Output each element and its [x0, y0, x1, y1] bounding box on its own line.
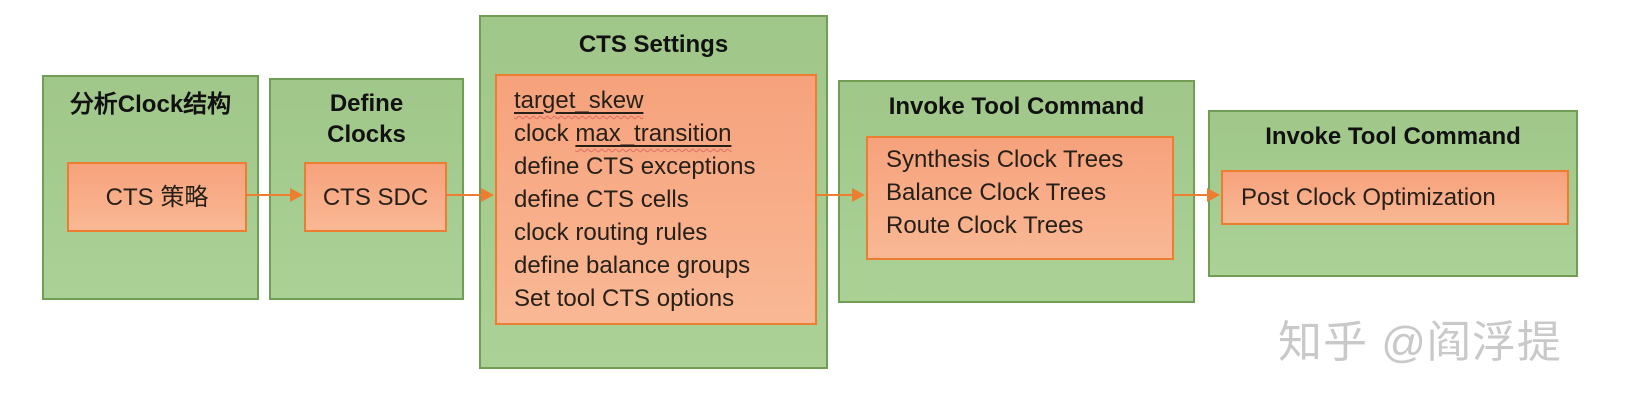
- step-title: Invoke Tool Command: [888, 93, 1145, 120]
- step-title: CTS Settings: [578, 31, 729, 58]
- step-title: Invoke Tool Command: [1265, 123, 1521, 150]
- detail-line: clock routing rules: [514, 219, 708, 246]
- step-detail-box: Post Clock Optimization: [1221, 170, 1569, 225]
- detail-line: define balance groups: [514, 252, 751, 279]
- detail-line: Route Clock Trees: [886, 212, 1084, 239]
- detail-line: define CTS exceptions: [514, 153, 756, 180]
- flow-arrow-1: [246, 188, 303, 202]
- zhihu-watermark: 知乎 @阎浮提: [1278, 318, 1562, 367]
- detail-line: CTS SDC: [322, 183, 429, 211]
- detail-line: Balance Clock Trees: [886, 179, 1107, 206]
- flow-arrow-4: [1173, 188, 1220, 202]
- step-detail-box: CTS SDC: [304, 162, 447, 232]
- flow-arrow-3: [816, 188, 865, 202]
- flow-step-invoke-tool-command-2: Invoke Tool Command Post Clock Optimizat…: [1208, 110, 1578, 277]
- detail-line: CTS 策略: [105, 183, 209, 211]
- detail-line: Post Clock Optimization: [1241, 184, 1496, 211]
- step-detail-box: CTS 策略: [67, 162, 247, 232]
- detail-line: target_skew: [514, 87, 644, 114]
- flow-arrow-2: [446, 188, 494, 202]
- flow-step-define-clocks: Define Clocks CTS SDC: [269, 78, 464, 300]
- detail-line: Synthesis Clock Trees: [886, 146, 1124, 173]
- flow-step-analyze-clock-structure: 分析Clock结构 CTS 策略: [42, 75, 259, 300]
- detail-line: Set tool CTS options: [514, 285, 735, 312]
- step-title: 分析Clock结构: [69, 91, 232, 118]
- step-title: Define Clocks: [327, 90, 406, 148]
- detail-line: define CTS cells: [514, 186, 689, 213]
- flow-step-invoke-tool-command-1: Invoke Tool Command Synthesis Clock Tree…: [838, 80, 1195, 303]
- detail-line: clock max_transition: [514, 120, 732, 147]
